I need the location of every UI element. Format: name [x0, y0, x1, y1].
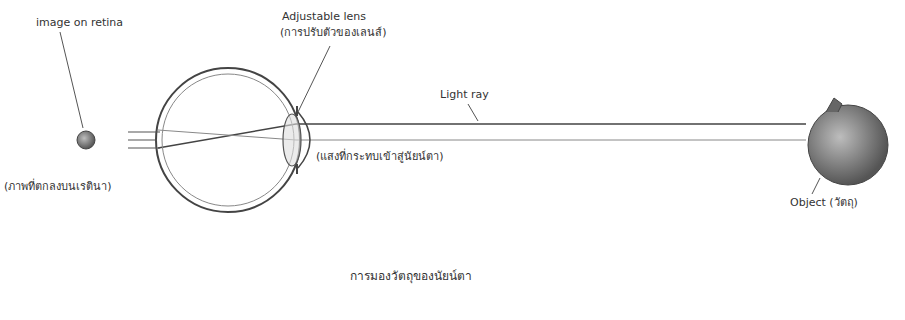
retina-image: [77, 131, 95, 149]
leader-line: [298, 46, 330, 112]
eyeball: [156, 68, 300, 212]
part-label: Object (วัตถุ): [790, 196, 858, 210]
leader-line: [812, 178, 820, 194]
object-figure: [826, 98, 842, 112]
retina: [162, 74, 294, 206]
leader-line: [60, 32, 83, 128]
light-ray: [158, 130, 806, 140]
part-label: image on retina: [36, 16, 123, 30]
part-label: (การปรับตัวของเลนส์): [280, 26, 387, 40]
part-label: (ภาพที่ตกลงบนเรตินา): [4, 180, 112, 194]
figure-caption: การมองวัตถุของนัยน์ตา: [350, 268, 472, 284]
part-label: Light ray: [440, 88, 489, 102]
part-label: (แสงที่กระทบเข้าสู่นัยน์ตา): [316, 150, 444, 164]
object-ball: [808, 105, 888, 185]
lens: [283, 114, 301, 166]
leader-line: [468, 104, 478, 121]
light-ray: [158, 124, 806, 148]
optic-nerve: [128, 132, 160, 148]
part-label: Adjustable lens: [282, 10, 366, 24]
iris: [296, 106, 298, 174]
